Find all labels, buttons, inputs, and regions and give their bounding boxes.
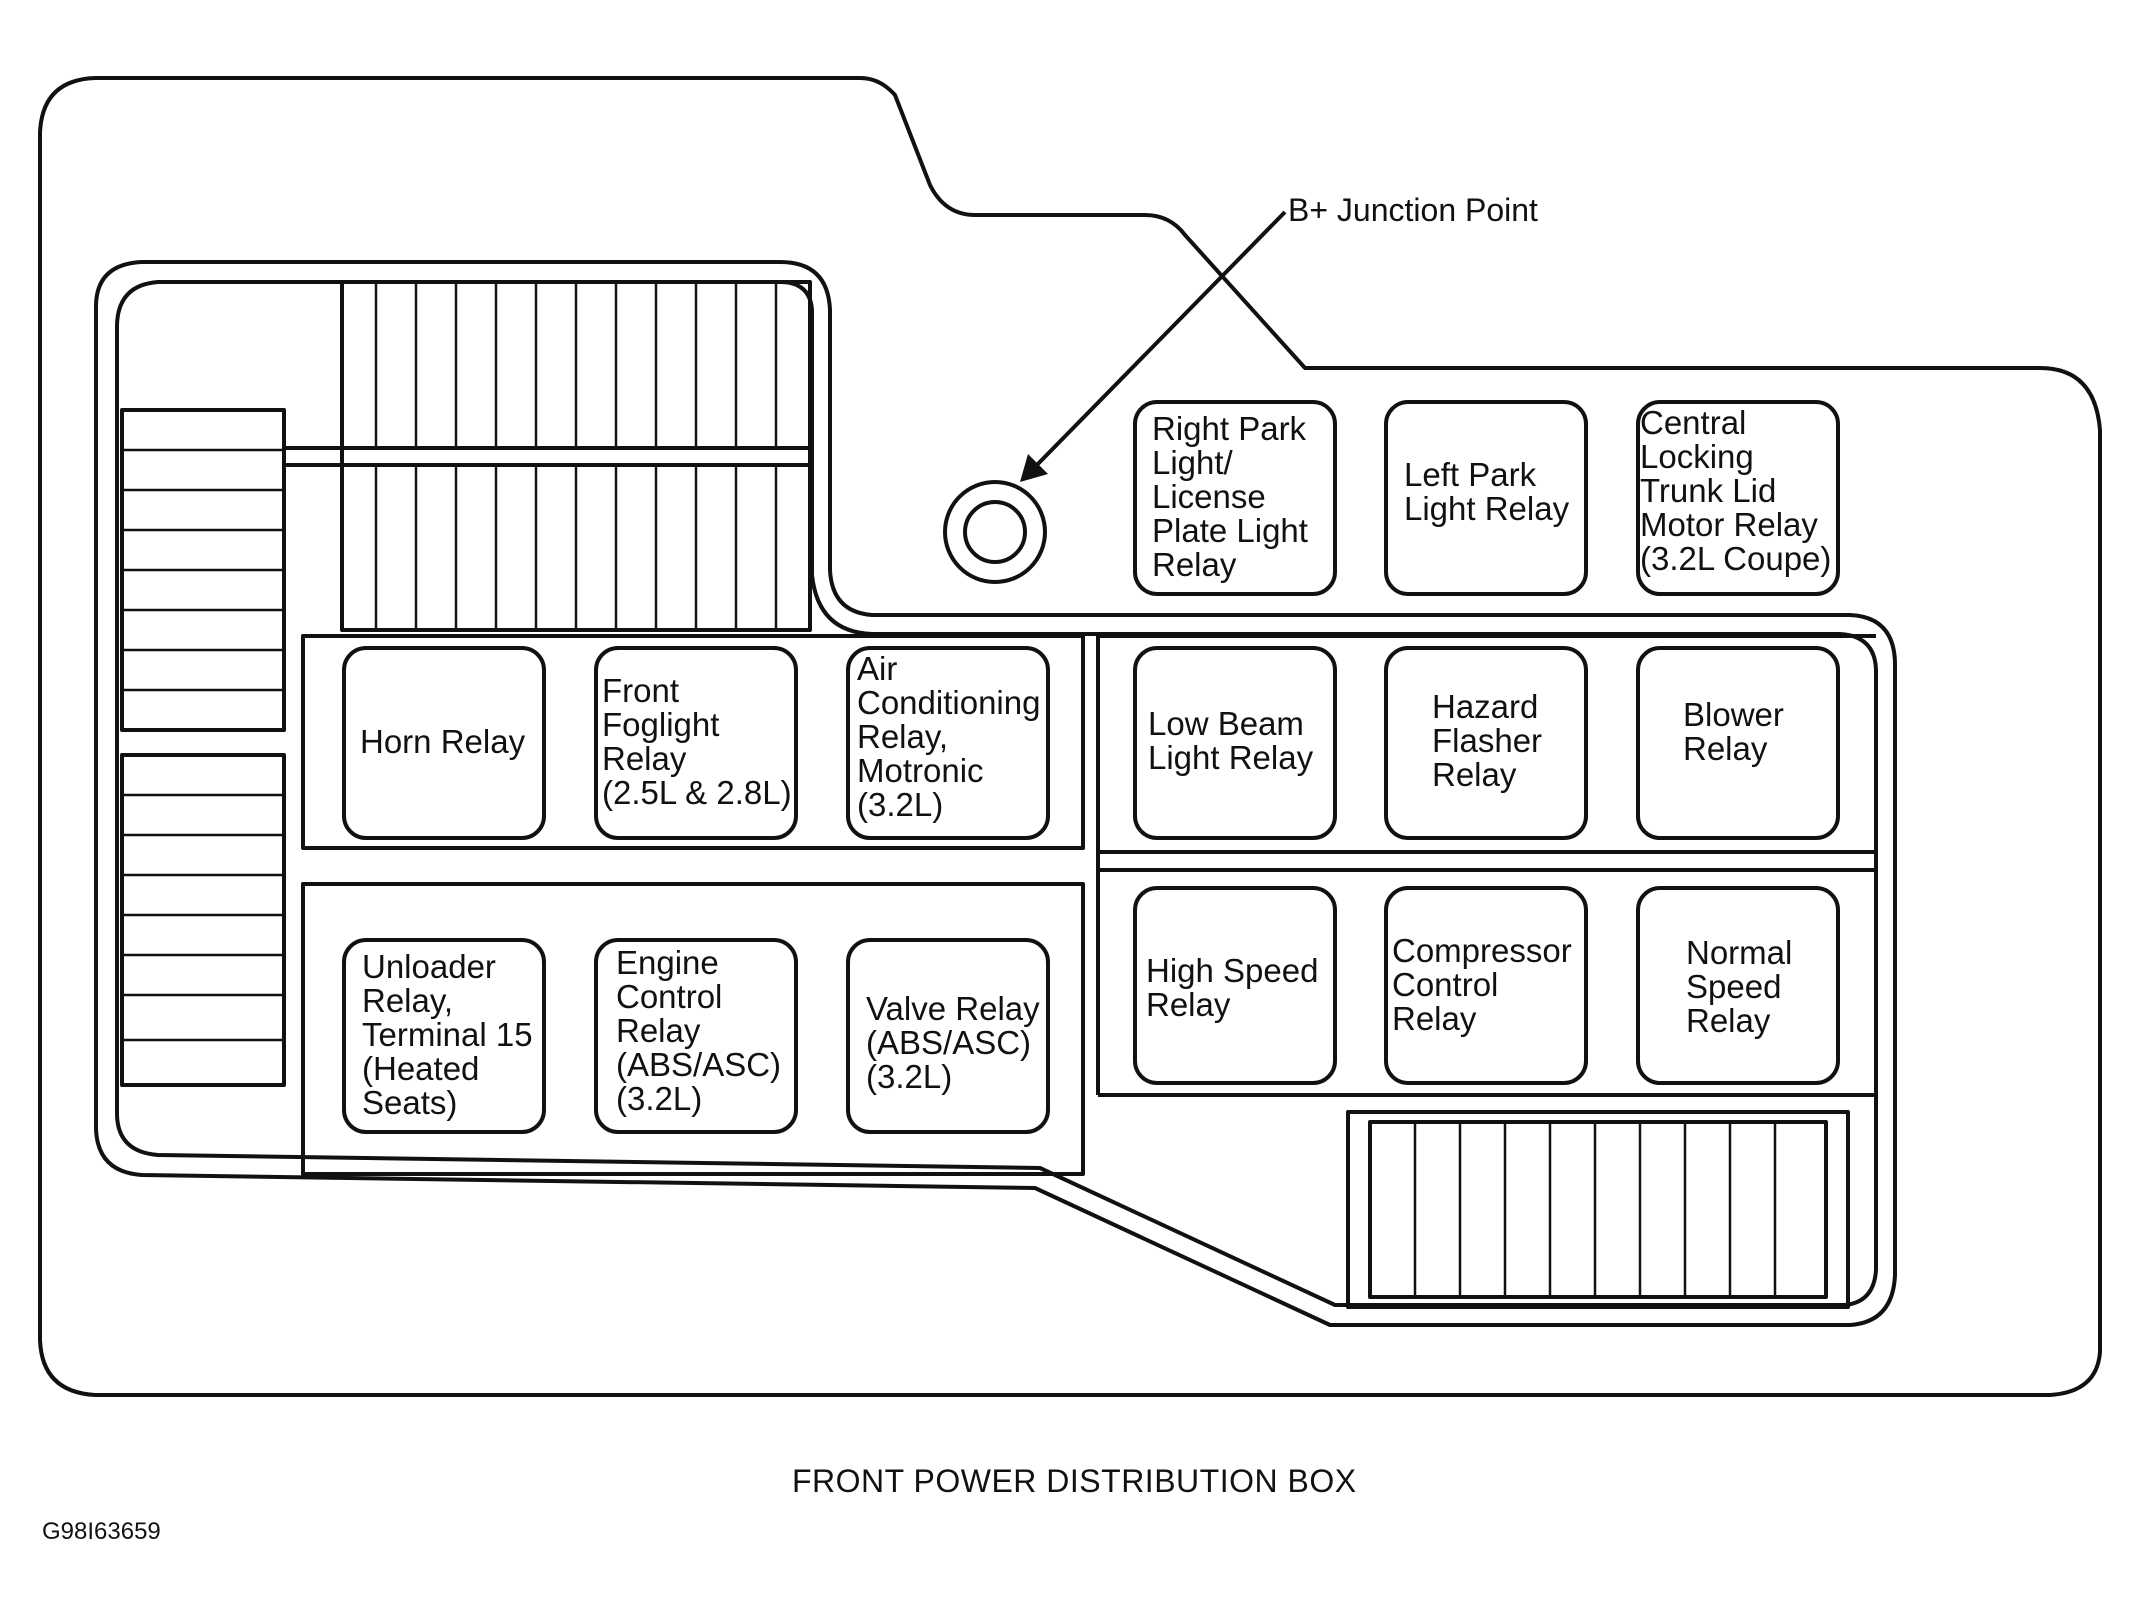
relay-box-left-park-light [1384, 400, 1588, 596]
relay-box-high-speed [1133, 886, 1337, 1085]
relay-box-unloader [342, 938, 546, 1134]
callout-arrow [1020, 210, 1287, 482]
relay-box-low-beam [1133, 646, 1337, 840]
relay-box-horn [342, 646, 546, 840]
left-compartment [94, 260, 1897, 1327]
relay-label-left-park-light: Left Park Light Relay [1404, 456, 1570, 527]
relay-label-hazard-flasher: Hazard Flasher Relay [1432, 688, 1543, 793]
relay-label-compressor-control: Compressor Control Relay [1392, 932, 1572, 1037]
relay-label-normal-speed: Normal Speed Relay [1686, 934, 1793, 1039]
relay-box-compressor-control [1384, 886, 1588, 1085]
relay-box-blower [1636, 646, 1840, 840]
relay-label-horn: Horn Relay [360, 723, 526, 760]
relay-label-front-foglight: Front Foglight Relay (2.5L & 2.8L) [602, 672, 792, 811]
relay-box-front-foglight [594, 646, 798, 840]
relay-label-blower: Blower Relay [1683, 696, 1784, 767]
left-fuse-block-lower [120, 753, 286, 1087]
relay-label-low-beam: Low Beam Light Relay [1148, 705, 1314, 776]
diagram-caption: FRONT POWER DISTRIBUTION BOX [792, 1463, 1357, 1499]
housing-outline [38, 76, 2102, 1397]
left-fuse-block-upper [120, 408, 286, 732]
left-compartment-inner [115, 280, 1878, 1307]
relay-label-unloader: Unloader Relay, Terminal 15 (Heated Seat… [362, 948, 533, 1121]
relay-boxes [342, 400, 1840, 1134]
left-row-1-frame [301, 634, 1085, 850]
relay-label-right-park-light: Right Park Light/ License Plate Light Re… [1152, 410, 1308, 583]
relay-label-valve: Valve Relay (ABS/ASC) (3.2L) [866, 990, 1040, 1095]
bottom-fuse-block [1346, 1110, 1850, 1309]
relay-box-air-conditioning [846, 646, 1050, 840]
relay-label-air-conditioning: Air Conditioning Relay, Motronic (3.2L) [857, 650, 1041, 823]
relay-box-normal-speed [1636, 886, 1840, 1085]
relay-label-central-locking: Central Locking Trunk Lid Motor Relay (3… [1640, 404, 1832, 577]
relay-box-hazard-flasher [1384, 646, 1588, 840]
relay-label-engine-control: Engine Control Relay (ABS/ASC) (3.2L) [616, 944, 782, 1117]
b-plus-junction-terminal [943, 480, 1047, 584]
b-plus-junction-label: B+ Junction Point [1288, 192, 1538, 228]
relay-box-right-park-light [1133, 400, 1337, 596]
top-fuse-block [285, 280, 812, 632]
relay-box-central-locking [1636, 400, 1840, 596]
relay-box-engine-control [594, 938, 798, 1134]
relay-box-valve [846, 938, 1050, 1134]
figure-id: G98I63659 [42, 1518, 161, 1545]
relay-label-high-speed: High Speed Relay [1146, 952, 1319, 1023]
